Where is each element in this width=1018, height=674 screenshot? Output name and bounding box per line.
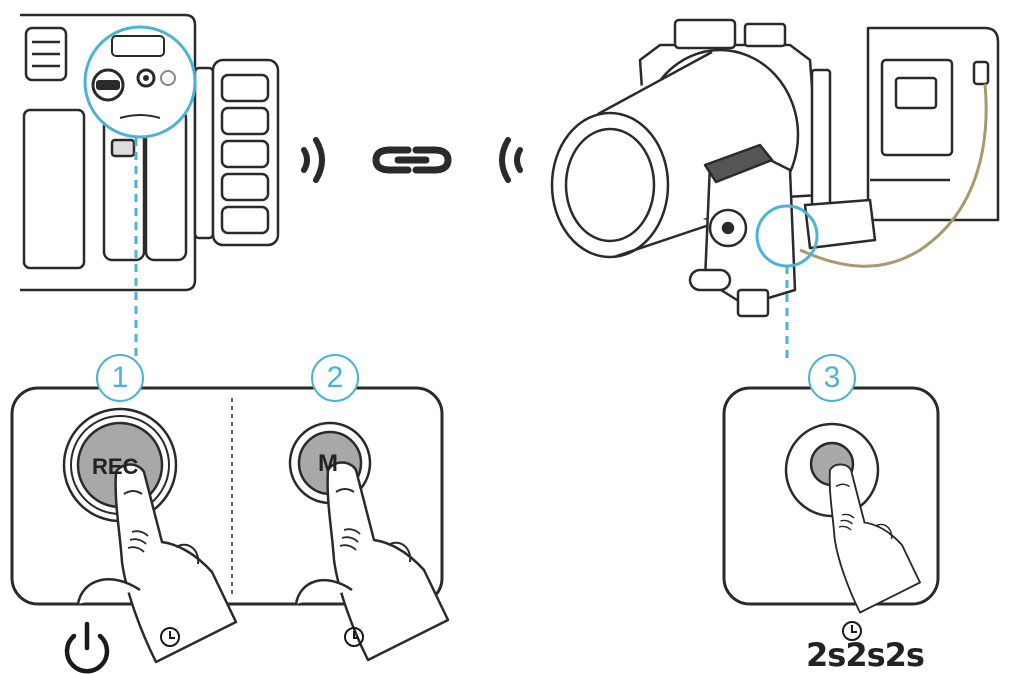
power-icon (64, 621, 110, 674)
rec-button-label: REC (92, 454, 139, 479)
clock-icon (842, 621, 862, 641)
step-number-2: 2 (311, 354, 359, 402)
hand-press-1 (76, 463, 238, 664)
hold-duration: 2s2s2s (806, 636, 925, 674)
controller-zoom-callout (83, 25, 197, 139)
m-button-label: M (318, 450, 338, 477)
wireless-signal-icon (301, 137, 325, 183)
clock-icon (344, 627, 364, 647)
link-icon (372, 146, 452, 174)
camera-with-motor (550, 18, 1000, 318)
clock-icon (160, 627, 180, 647)
step-number-1: 1 (96, 354, 144, 402)
hand-press-2 (294, 461, 450, 662)
step-number-3: 3 (808, 354, 856, 402)
wireless-signal-icon (499, 137, 523, 183)
